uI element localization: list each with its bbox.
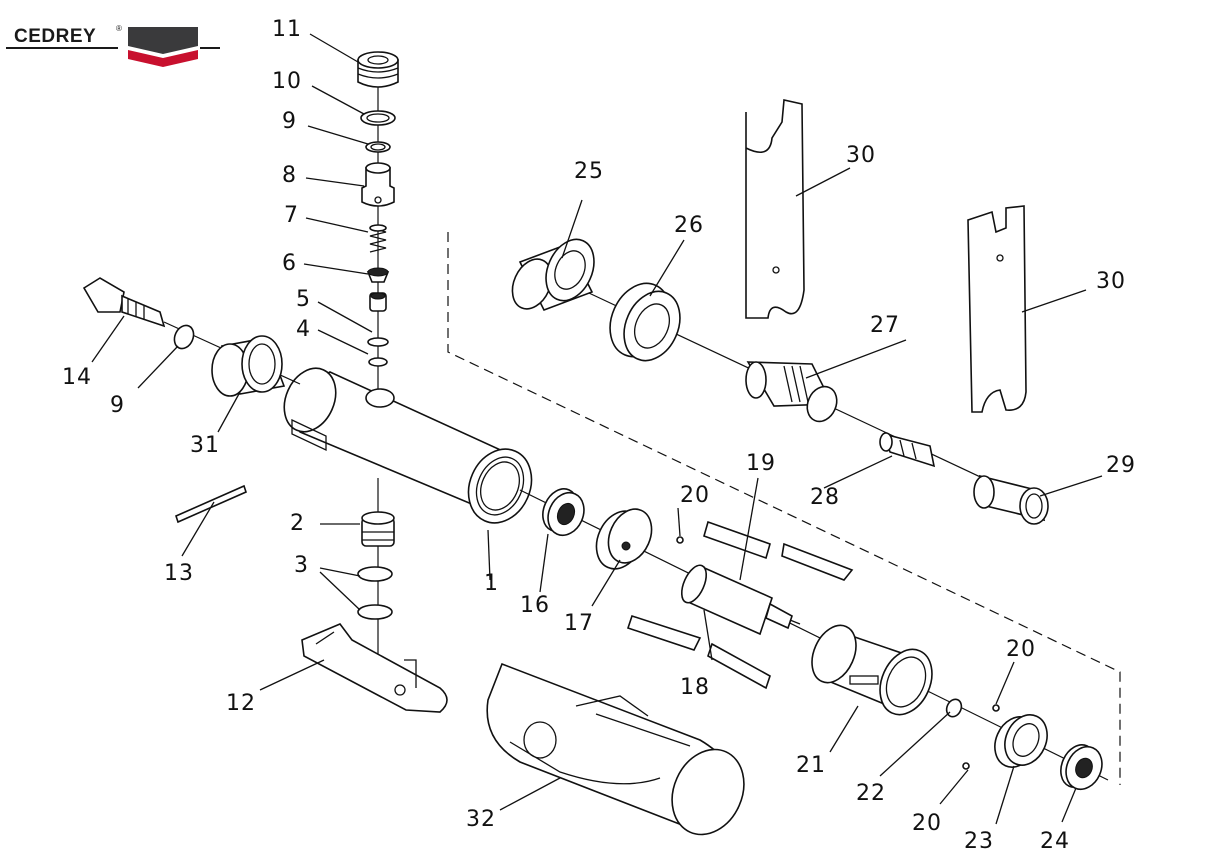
part-rear-bearing (542, 488, 585, 537)
assembly-bracket-dashed (447, 232, 1121, 785)
brand-chevron-red (128, 50, 198, 67)
callout-7: 7 (284, 203, 299, 228)
callout-6: 6 (282, 251, 297, 276)
part-o-ring-4b (368, 357, 388, 367)
part-rubber-boot (486, 662, 745, 836)
part-muffler (211, 335, 286, 397)
callout-1: 1 (484, 571, 499, 596)
callout-13: 13 (164, 561, 194, 586)
callout-23: 23 (964, 829, 994, 854)
callout-29: 29 (1106, 453, 1136, 478)
callout-28: 28 (810, 485, 840, 510)
part-trigger-valve (361, 511, 395, 547)
callout-12: 12 (226, 691, 256, 716)
brand-chevron-dark (128, 27, 198, 54)
part-spindle (745, 361, 838, 423)
callout-26: 26 (674, 213, 704, 238)
callout-27: 27 (870, 313, 900, 338)
callout-9-inlet: 9 (110, 393, 125, 418)
callout-30-right: 30 (1096, 269, 1126, 294)
part-inlet-bushing (357, 51, 399, 88)
part-collet (879, 432, 936, 468)
callout-18: 18 (680, 675, 710, 700)
part-front-bearing (1060, 744, 1103, 791)
callout-19: 19 (746, 451, 776, 476)
part-vane-18b (707, 642, 771, 690)
part-pin-20a (676, 536, 684, 544)
part-rear-end-plate (595, 508, 653, 570)
callout-32: 32 (466, 807, 496, 832)
part-valve-housing (361, 162, 395, 207)
part-vane-19b (781, 542, 854, 581)
callout-4: 4 (296, 317, 311, 342)
callout-22: 22 (856, 781, 886, 806)
part-o-ring-4 (367, 337, 389, 347)
part-lock-nut (511, 238, 595, 312)
callout-2: 2 (290, 511, 305, 536)
brand-logo: CEDREY ® (6, 24, 220, 67)
brand-name: CEDREY (14, 26, 96, 47)
part-trigger-lever (301, 623, 448, 713)
callout-14: 14 (62, 365, 92, 390)
callout-25: 25 (574, 159, 604, 184)
part-o-ring-3a (357, 566, 393, 582)
callout-11: 11 (272, 17, 302, 42)
part-o-ring-9 (365, 141, 391, 153)
callout-30-top: 30 (846, 143, 876, 168)
callout-24: 24 (1040, 829, 1070, 854)
callout-20-motor: 20 (680, 483, 710, 508)
callout-17: 17 (564, 611, 594, 636)
part-rotor (680, 564, 801, 636)
part-pin-20b (992, 704, 1000, 712)
callout-20-bottom: 20 (912, 811, 942, 836)
part-spring (369, 224, 387, 253)
part-vane-18a (626, 614, 702, 651)
leader-lines (91, 33, 1103, 825)
callout-31: 31 (190, 433, 220, 458)
callout-labels: 11 10 9 8 7 6 5 4 14 9 31 13 2 3 12 1 16… (62, 17, 1136, 854)
brand-registered-mark: ® (116, 24, 122, 33)
part-wrench-b (967, 205, 1027, 413)
part-o-ring-10 (360, 110, 396, 126)
callout-21: 21 (796, 753, 826, 778)
callout-3: 3 (294, 553, 309, 578)
part-cylinder (811, 624, 933, 716)
part-vane-19 (703, 520, 771, 560)
callout-5: 5 (296, 287, 311, 312)
part-o-ring-9-inlet (173, 324, 195, 350)
part-knurled-ring (609, 282, 681, 362)
part-valve-seat (369, 292, 387, 312)
part-pin (175, 484, 247, 524)
callout-20-right: 20 (1006, 637, 1036, 662)
part-o-ring-3b (357, 604, 393, 620)
callout-10: 10 (272, 69, 302, 94)
part-collet-nut (973, 474, 1049, 525)
part-valve (366, 267, 390, 283)
callout-9: 9 (282, 109, 297, 134)
part-housing (283, 367, 533, 524)
callout-16: 16 (520, 593, 550, 618)
part-wrench-a (745, 99, 805, 319)
part-pin-20c (962, 762, 970, 770)
part-front-end-plate (994, 714, 1048, 768)
callout-8: 8 (282, 163, 297, 188)
